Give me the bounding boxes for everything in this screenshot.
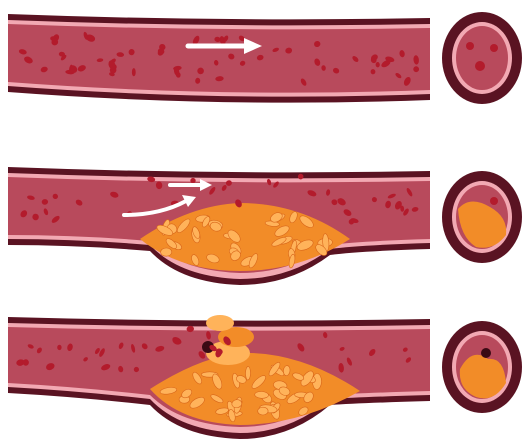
narrowed-artery-svg [0,147,523,294]
normal-vessel-longitudinal [8,14,430,103]
panel-normal-artery [0,0,523,147]
plaque-particle [258,407,269,415]
plaque-particle [245,366,250,380]
plaque-particle [161,248,172,256]
ruptured-artery-svg [0,293,523,440]
red-blood-cell [132,68,136,76]
narrowed-cross-section [442,171,522,263]
normal-artery-svg [0,0,523,147]
panel-narrowed-artery [0,147,523,294]
ruptured-cross-section [442,321,522,413]
panel-ruptured-plaque [0,293,523,440]
normal-cross-section [442,12,522,104]
